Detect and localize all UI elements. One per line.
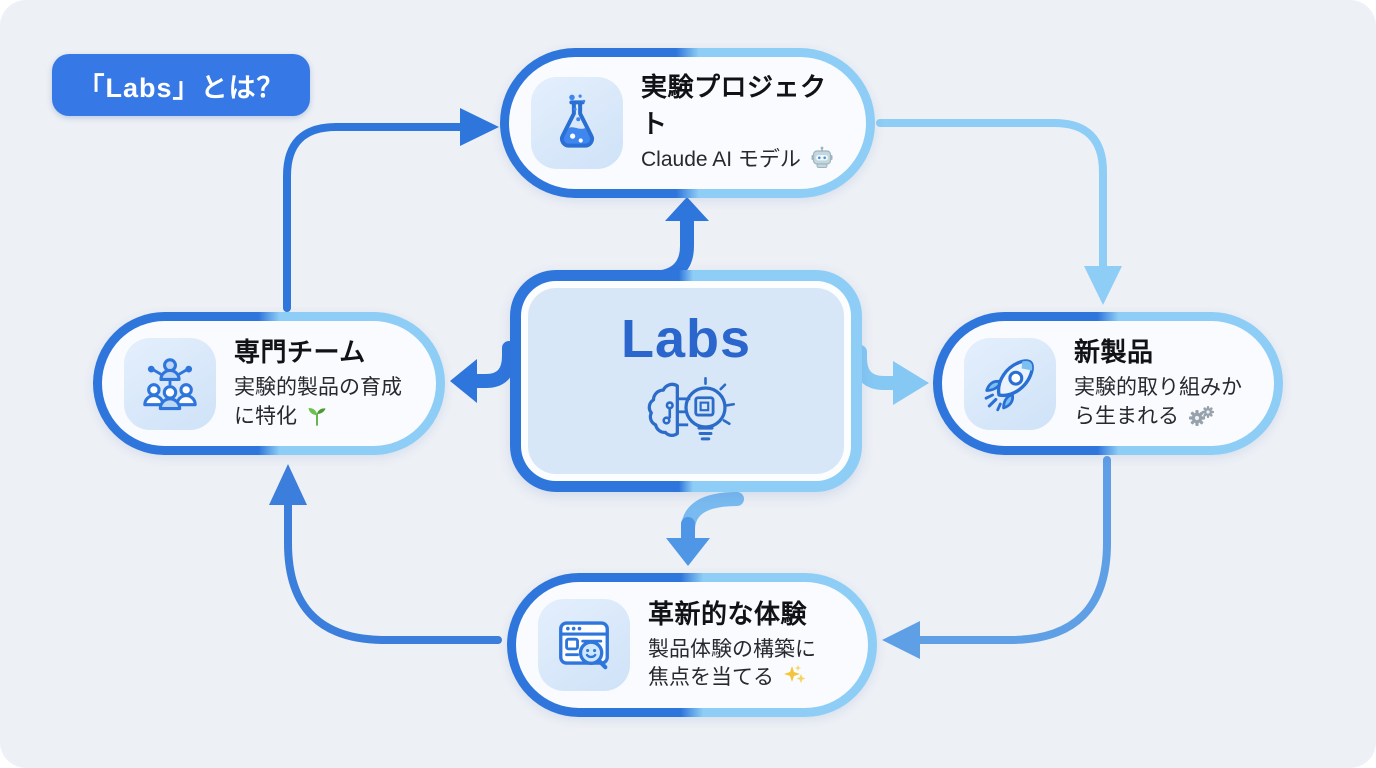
labs-question-badge: 「Labs」とは？ <box>52 54 310 116</box>
brain-circuit-lightbulb-icon <box>647 376 735 441</box>
node-top-title: 実験プロジェクト <box>641 72 827 140</box>
arrow-center-to-right <box>853 345 929 405</box>
team-network-icon <box>143 357 197 410</box>
arrow-center-to-bottom <box>666 492 744 566</box>
team-icon-tile <box>124 337 216 430</box>
sparkles-emoji <box>783 664 807 696</box>
arrow-center-to-left <box>450 341 516 403</box>
node-experimental-projects: 実験プロジェクト Claude AI モデル <box>500 48 875 198</box>
node-right-title: 新製品 <box>1074 337 1154 368</box>
node-specialized-team: 専門チーム 実験的製品の育成に特化 <box>93 312 445 455</box>
rocket-icon-tile <box>964 337 1056 430</box>
node-left-subtitle: 実験的製品の育成に特化 <box>234 374 420 435</box>
node-left-title: 専門チーム <box>234 337 366 368</box>
node-bottom-title: 革新的な体験 <box>648 598 808 629</box>
badge-label: 「Labs」とは？ <box>77 72 285 103</box>
arrow-top-to-right <box>876 119 1122 305</box>
arrow-bottom-to-left <box>269 464 502 644</box>
node-new-products: 新製品 実験的取り組みから生まれる <box>933 312 1283 455</box>
node-bottom-subtitle: 製品体験の構築に焦点を当てる <box>648 636 834 697</box>
node-right-subtitle: 実験的取り組みから生まれる <box>1074 374 1258 435</box>
rocket-icon <box>984 358 1034 411</box>
browser-search-icon <box>559 621 609 670</box>
gears-emoji <box>1188 405 1214 435</box>
flask-icon <box>560 94 594 148</box>
robot-emoji <box>810 146 834 178</box>
arrow-left-to-top <box>283 108 499 312</box>
labs-title: Labs <box>620 309 752 369</box>
labs-center-node: Labs <box>510 270 862 492</box>
flask-icon-tile <box>531 77 623 169</box>
node-innovative-experiences: 革新的な体験 製品体験の構築に焦点を当てる <box>507 573 877 717</box>
arrow-center-to-top <box>643 197 709 285</box>
arrow-right-to-bottom <box>882 456 1111 659</box>
node-top-subtitle: Claude AI モデル <box>641 146 850 178</box>
seedling-emoji <box>306 405 328 435</box>
browser-icon-tile <box>538 599 630 691</box>
